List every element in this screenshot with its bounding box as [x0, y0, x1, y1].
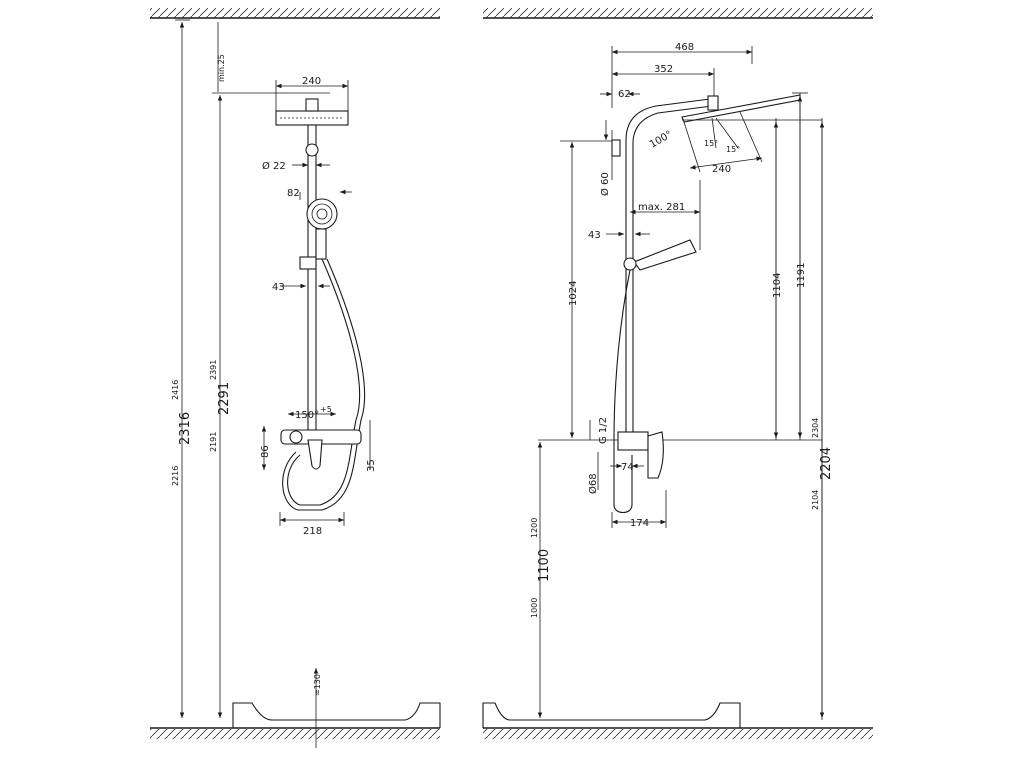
side-d1191: 1191 [796, 263, 807, 288]
front-height-2416: 2416 [171, 380, 180, 400]
floor-left [150, 727, 440, 739]
front-height-2316: 2316 [178, 412, 193, 445]
side-h2304: 2304 [811, 418, 820, 438]
side-g12: G 1/2 [598, 417, 609, 444]
slider-front [299, 256, 317, 270]
side-angle100: 100° [648, 129, 674, 151]
side-h1000: 1000 [530, 598, 539, 618]
ceiling-right [483, 8, 873, 19]
front-floor130: ≈130 [313, 674, 322, 696]
ceiling-left [150, 8, 440, 19]
mixer-lever-front [307, 439, 323, 470]
side-a15b: 15° [726, 145, 740, 154]
front-height-2216: 2216 [171, 466, 180, 486]
front-head-width: 240 [302, 76, 321, 87]
front-angle150: 150° [295, 410, 319, 421]
side-d352: 352 [654, 64, 673, 75]
side-max281: max. 281 [638, 202, 685, 213]
side-d468: 468 [675, 42, 694, 53]
mixer-lever-side [647, 431, 664, 479]
side-a15a: 15° [704, 139, 718, 148]
front-d82: 82 [287, 188, 300, 199]
shower-tray-left [232, 702, 441, 728]
overhead-shower-side [681, 94, 801, 123]
side-d1104: 1104 [772, 273, 783, 298]
side-d240: 240 [712, 164, 731, 175]
mixer-body-side [617, 431, 649, 451]
hand-shower-side [633, 239, 697, 271]
hose-front [287, 258, 361, 506]
hose-side [613, 269, 633, 514]
side-view: 468 352 62 100° 15° 15° 240 Ø [530, 42, 834, 720]
side-d43: 43 [588, 230, 601, 241]
side-h2204: 2204 [819, 447, 834, 480]
side-d1024: 1024 [568, 281, 579, 306]
riser-pipe-front [307, 124, 317, 431]
front-height-2391: 2391 [209, 360, 218, 380]
front-d35: 35 [366, 459, 377, 472]
side-h2104: 2104 [811, 490, 820, 510]
side-d62: 62 [618, 89, 631, 100]
front-min25: min.25 [217, 54, 226, 82]
shower-tray-right [482, 702, 741, 728]
front-dia22: Ø 22 [262, 160, 286, 172]
front-d218: 218 [303, 526, 322, 537]
riser-pipe-side [625, 98, 711, 440]
front-d43: 43 [272, 282, 285, 293]
front-angle-sup: +5 [320, 405, 332, 414]
side-h1100: 1100 [537, 549, 552, 582]
front-d86: 86 [260, 445, 271, 458]
floor-right [483, 727, 873, 739]
front-height-2191: 2191 [209, 432, 218, 452]
side-dia60: Ø 60 [599, 172, 611, 196]
wall-bracket-side [611, 139, 621, 157]
side-dia68: Ø68 [587, 473, 599, 494]
side-d174: 174 [630, 518, 649, 529]
side-h1200: 1200 [530, 518, 539, 538]
front-height-2291: 2291 [217, 382, 232, 415]
hand-shower-front [306, 198, 338, 230]
front-view: 2216 2316 2416 2191 2291 2391 min.25 240… [171, 19, 377, 748]
slider-side [623, 257, 637, 271]
side-d74: 74 [621, 462, 634, 473]
